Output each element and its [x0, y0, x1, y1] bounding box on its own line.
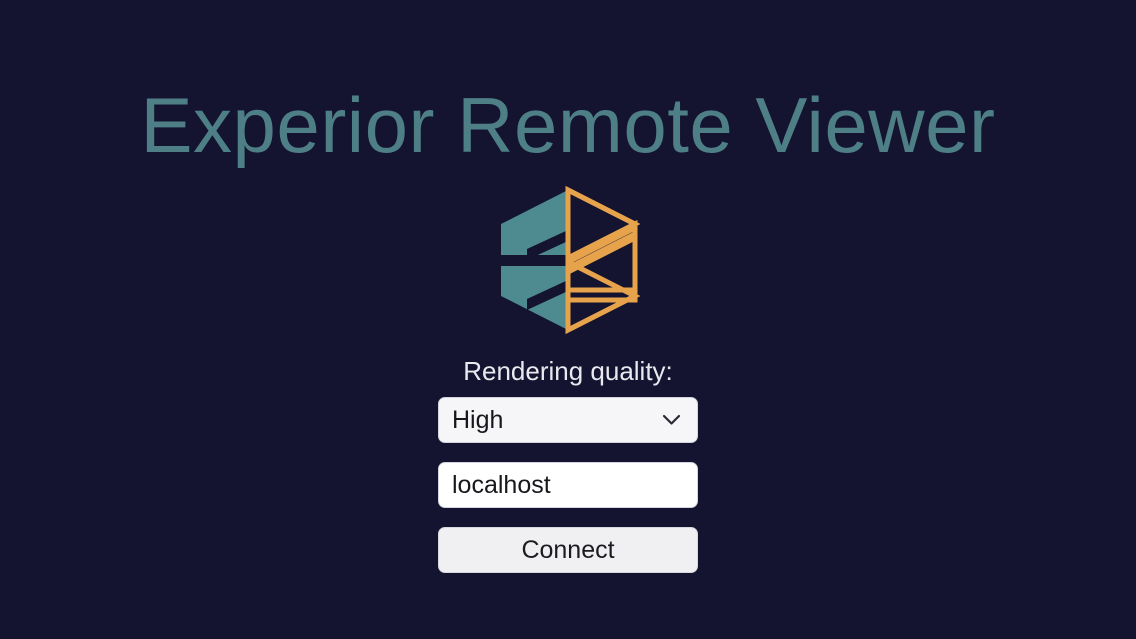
rendering-quality-value: High [452, 405, 504, 434]
rendering-quality-select[interactable]: High [438, 397, 698, 443]
host-input[interactable] [438, 462, 698, 508]
connection-form: Rendering quality: High Connect [438, 358, 698, 573]
rendering-quality-label: Rendering quality: [463, 356, 673, 386]
experior-cube-logo [493, 186, 643, 334]
page-title: Experior Remote Viewer [140, 81, 996, 169]
chevron-down-icon [662, 414, 681, 426]
connect-button[interactable]: Connect [438, 527, 698, 573]
